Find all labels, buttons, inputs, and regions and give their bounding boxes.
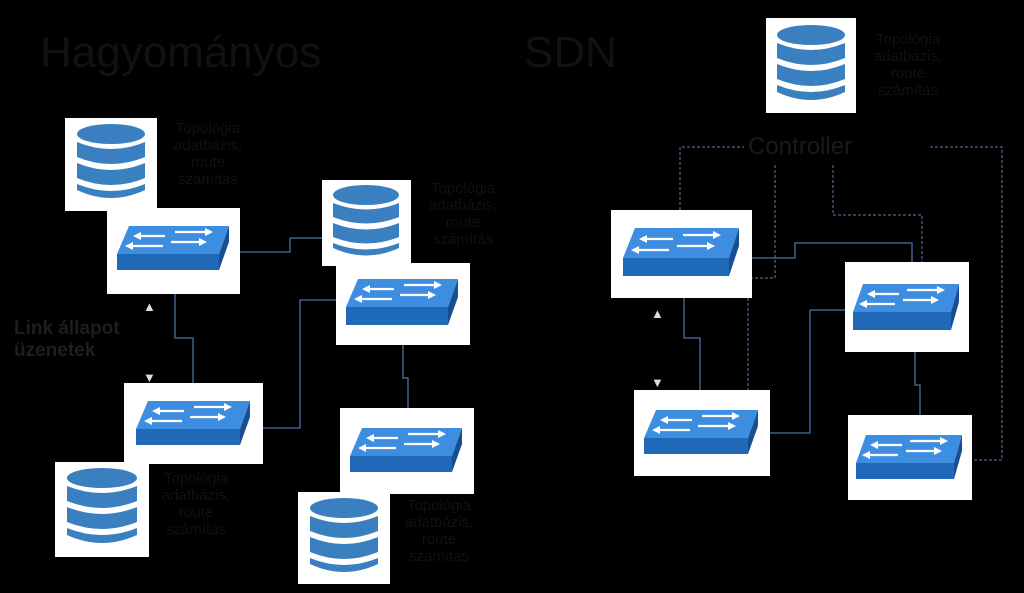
network-switch-icon <box>346 279 458 325</box>
database-icon <box>77 124 145 198</box>
ctrl-link-sdn2 <box>832 165 923 262</box>
link-sw1-sw3 <box>174 293 194 383</box>
caption-trad-top-right: Topológia adatbázis, route számítás <box>428 180 498 248</box>
link-sw1-sw2 <box>240 237 322 253</box>
network-switch-icon <box>853 284 959 330</box>
network-switch-icon <box>350 428 462 472</box>
caption-sdn-controller: Topológia adatbázis, route számítás <box>873 31 943 99</box>
up-arrow-icon: ▲ <box>651 306 664 321</box>
switch-trad-4 <box>340 408 474 494</box>
switch-sdn-1 <box>611 210 752 298</box>
title-sdn: SDN <box>524 28 617 77</box>
link-sdn1-sdn2 <box>752 242 913 262</box>
switch-sdn-3 <box>634 390 770 476</box>
network-switch-icon <box>623 228 739 276</box>
database-trad-top-left <box>65 118 157 211</box>
caption-trad-bottom-right: Topológia adatbázis, route számítás <box>404 497 474 565</box>
down-arrow-icon: ▼ <box>143 370 156 385</box>
switch-trad-1 <box>107 208 240 294</box>
link-sdn2-sdn3 <box>770 309 845 434</box>
sdn-links <box>683 242 921 434</box>
network-switch-icon <box>136 401 250 445</box>
caption-trad-bottom-left: Topológia adatbázis, route számítás <box>161 470 231 538</box>
traditional-links <box>174 237 409 429</box>
controller-label: Controller <box>744 133 857 161</box>
database-icon <box>777 25 845 100</box>
switch-sdn-2 <box>845 262 969 352</box>
switch-trad-3 <box>124 383 263 464</box>
link-sw2-sw3 <box>263 299 336 429</box>
database-icon <box>333 185 399 256</box>
database-icon <box>310 498 378 572</box>
database-trad-bottom-left <box>55 462 149 557</box>
ctrl-link-sdn1 <box>679 146 745 210</box>
link-sdn1-sdn3 <box>683 298 701 392</box>
network-switch-icon <box>644 410 758 454</box>
controller-links <box>679 146 1003 461</box>
database-sdn-controller <box>766 18 856 113</box>
caption-trad-top-left: Topológia adatbázis, route számítás <box>173 120 243 188</box>
title-traditional: Hagyományos <box>40 28 322 77</box>
network-switch-icon <box>117 226 229 270</box>
switch-sdn-4 <box>848 415 972 500</box>
database-trad-top-right <box>322 180 411 266</box>
switch-trad-2 <box>336 263 470 345</box>
database-icon <box>67 468 137 543</box>
ctrl-link-sdn3 <box>747 165 776 390</box>
link-sdn2-sdn4 <box>914 352 921 415</box>
link-state-label: Link állapot üzenetek <box>14 318 120 361</box>
up-arrow-icon: ▲ <box>143 299 156 314</box>
database-trad-bottom-right <box>298 492 390 584</box>
ctrl-link-sdn4 <box>930 146 1003 461</box>
down-arrow-icon: ▼ <box>651 375 664 390</box>
network-switch-icon <box>856 435 962 479</box>
link-sw2-sw4 <box>402 345 409 408</box>
